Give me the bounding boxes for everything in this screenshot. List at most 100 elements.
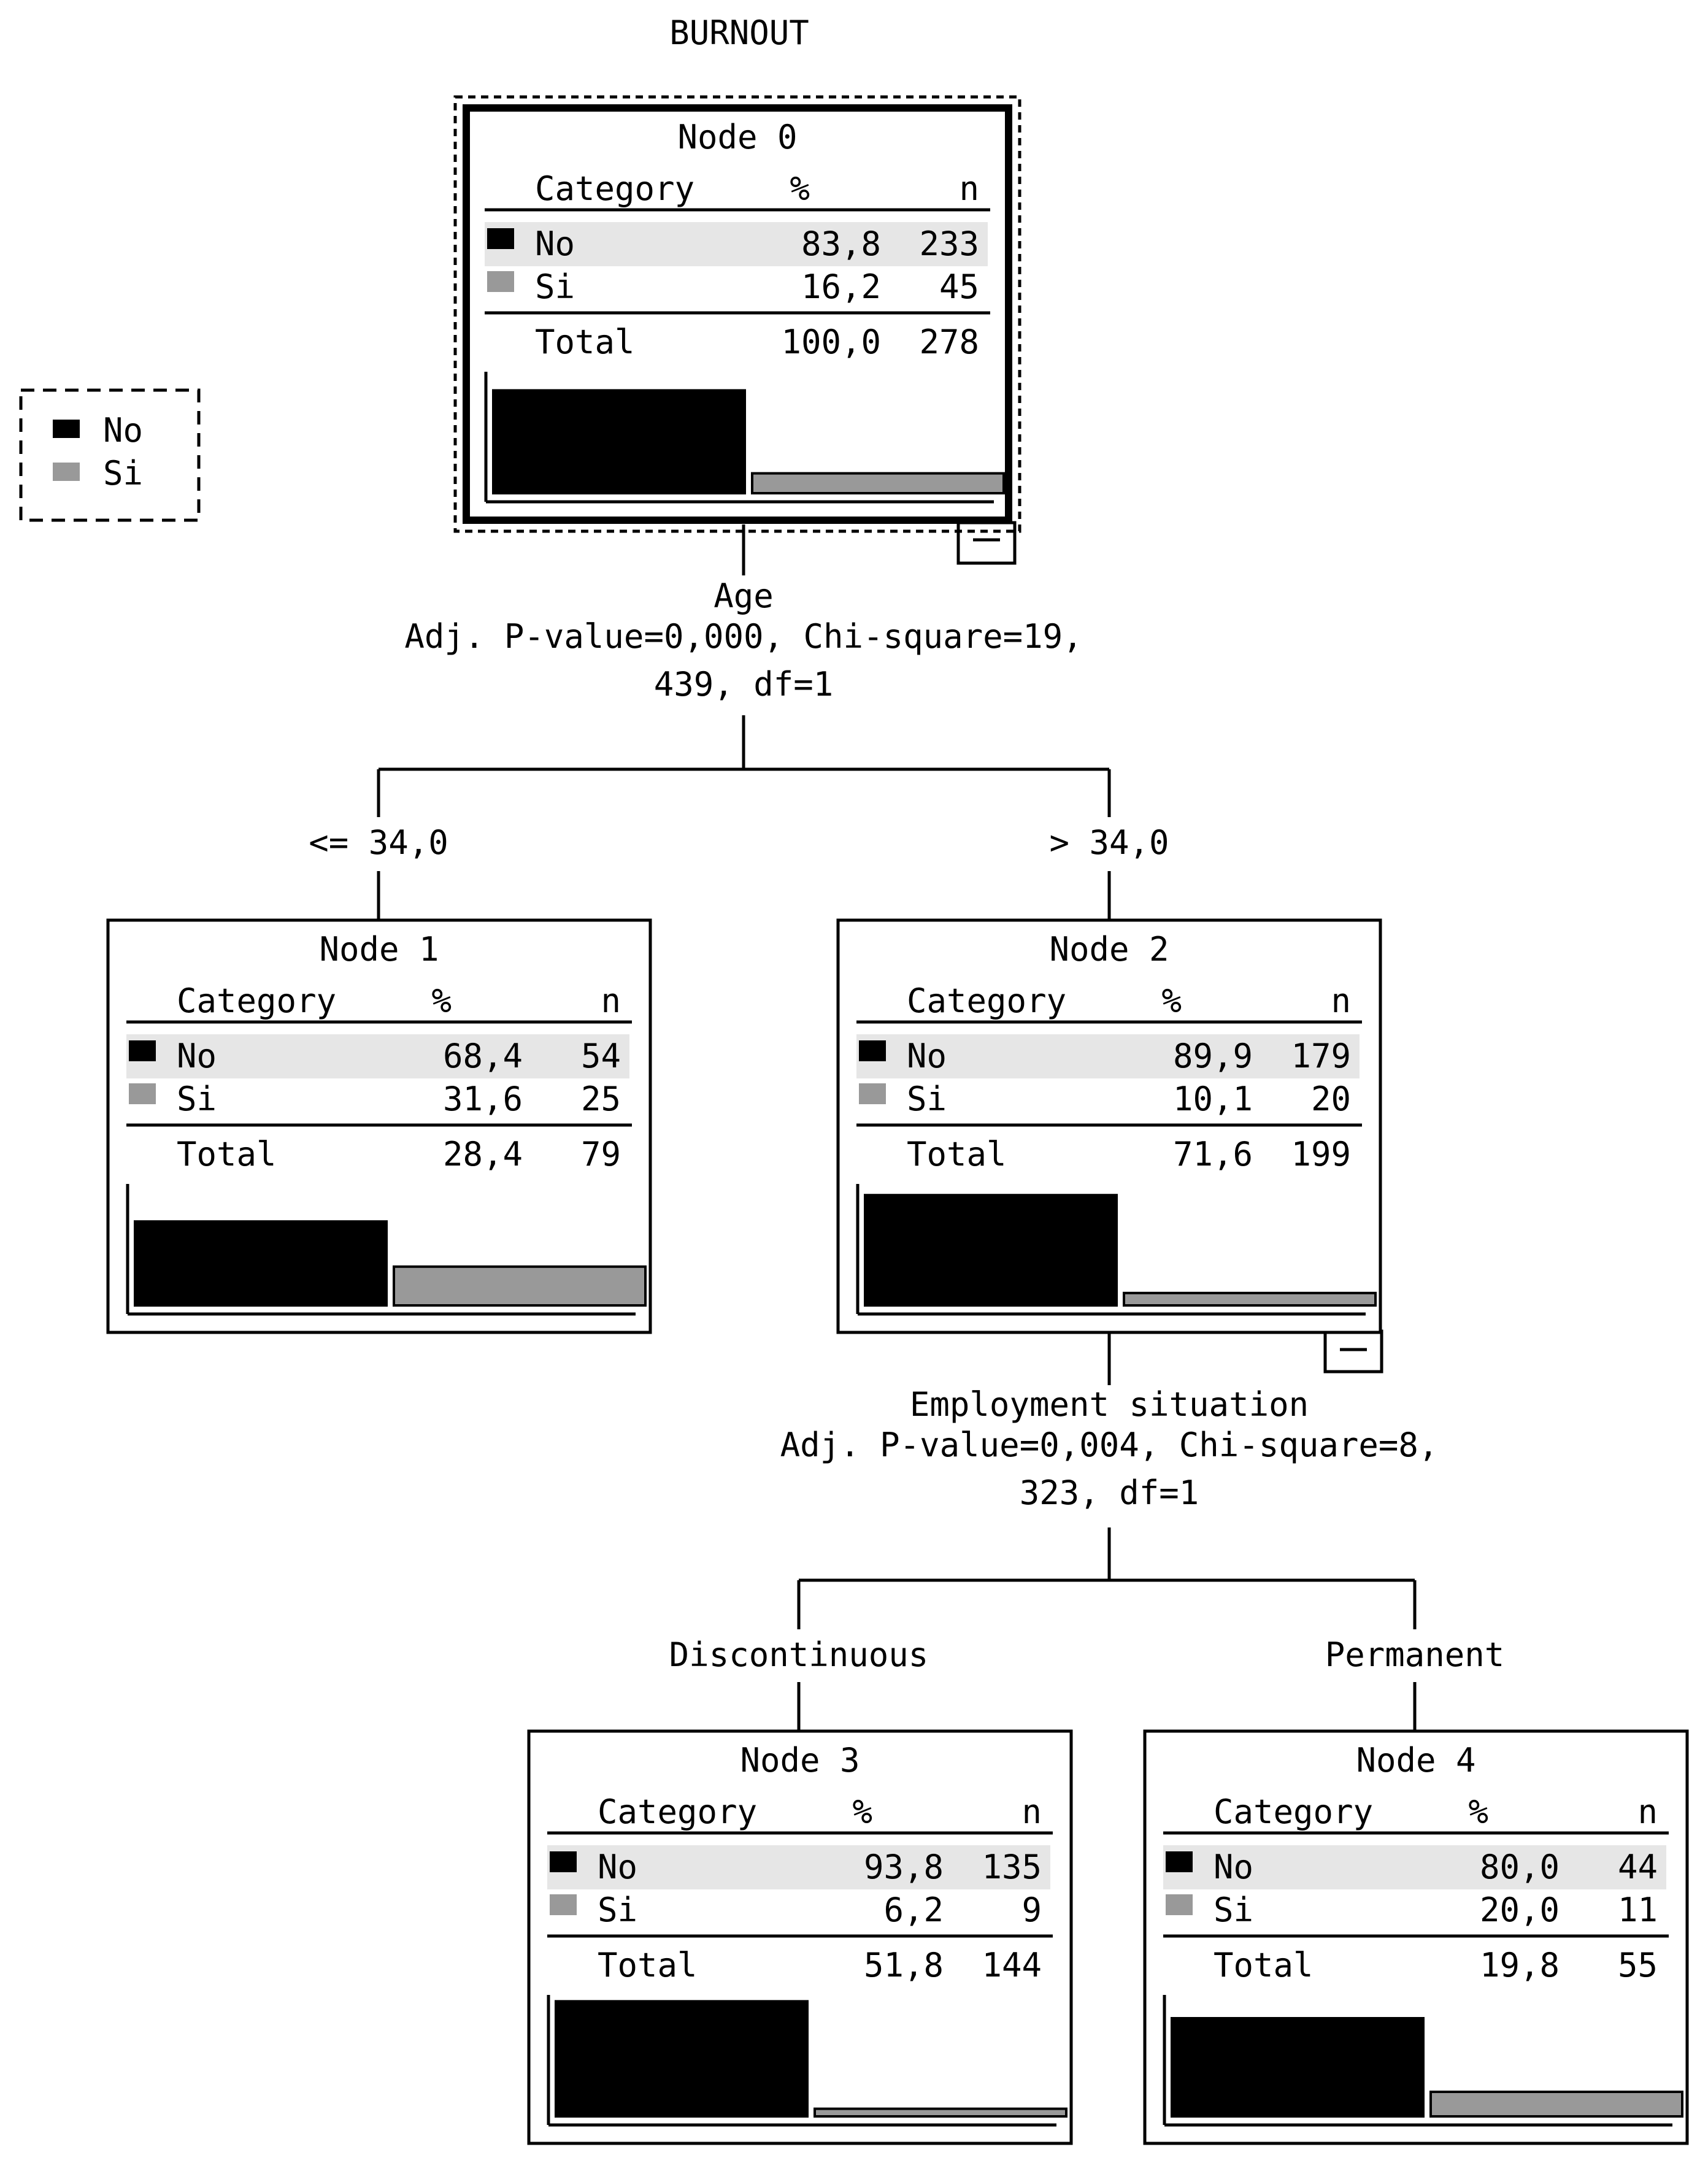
row-pct: 6,2: [883, 1891, 944, 1929]
bar-si: [1123, 1291, 1377, 1307]
row-pct: 68,4: [443, 1037, 523, 1075]
category-swatch: [1166, 1851, 1193, 1872]
node-title: Node 2: [1049, 930, 1169, 969]
header-category: Category: [598, 1792, 757, 1831]
tree-connectors: [377, 524, 1417, 1731]
legend-si-swatch: [53, 463, 80, 481]
row-n: 135: [982, 1848, 1042, 1886]
bar-si: [1429, 2091, 1683, 2118]
total-n: 199: [1291, 1135, 1351, 1174]
split-variable-label: Age: [714, 577, 774, 615]
legend: No Si: [19, 388, 201, 522]
split-age: Age Adj. P-value=0,000, Chi-square=19, 4…: [309, 577, 1169, 862]
branch-label-right: > 34,0: [1049, 823, 1169, 862]
row-highlight: [547, 1845, 1050, 1889]
total-n: 144: [982, 1946, 1042, 1984]
row-n: 233: [919, 225, 979, 263]
category-swatch: [487, 271, 514, 292]
row-pct: 31,6: [443, 1080, 523, 1118]
bar-si: [751, 472, 1005, 494]
branch-label-left: Discontinuous: [669, 1635, 929, 1674]
row-pct: 93,8: [864, 1848, 944, 1886]
category-swatch: [129, 1040, 156, 1061]
header-n: n: [1637, 1792, 1658, 1831]
row-category: Si: [177, 1080, 217, 1118]
row-n: 179: [1291, 1037, 1351, 1075]
row-pct: 80,0: [1480, 1848, 1560, 1886]
header-n: n: [1331, 982, 1351, 1020]
row-category: No: [177, 1037, 217, 1075]
category-swatch: [1166, 1894, 1193, 1915]
category-swatch: [859, 1083, 886, 1104]
category-swatch: [487, 228, 514, 249]
node-title: Node 4: [1356, 1741, 1475, 1780]
branch-label-left: <= 34,0: [309, 823, 448, 862]
row-n: 45: [939, 267, 979, 306]
row-highlight: [485, 222, 988, 266]
header-category: Category: [535, 169, 694, 208]
row-pct: 83,8: [801, 225, 881, 263]
row-pct: 20,0: [1480, 1891, 1560, 1929]
category-swatch: [550, 1894, 577, 1915]
row-category: Si: [1214, 1891, 1253, 1929]
header-n: n: [601, 982, 621, 1020]
header-category: Category: [177, 982, 336, 1020]
split-stats-line-2: 323, df=1: [1020, 1473, 1199, 1512]
split-stats-line-2: 439, df=1: [654, 665, 834, 704]
total-pct: 19,8: [1480, 1946, 1560, 1984]
total-n: 55: [1618, 1946, 1658, 1984]
node-title: Node 1: [319, 930, 439, 969]
total-label: Total: [535, 323, 635, 361]
total-label: Total: [1214, 1946, 1314, 1984]
row-category: Si: [907, 1080, 947, 1118]
row-n: 11: [1618, 1891, 1658, 1929]
branch-label-right: Permanent: [1325, 1635, 1505, 1674]
total-pct: 71,6: [1173, 1135, 1253, 1174]
total-label: Total: [907, 1135, 1007, 1174]
header-pct: %: [852, 1792, 872, 1831]
row-n: 54: [581, 1037, 621, 1075]
split-variable-label: Employment situation: [910, 1385, 1309, 1424]
bar-no: [492, 389, 746, 495]
split-stats-line-1: Adj. P-value=0,000, Chi-square=19,: [404, 617, 1082, 656]
header-pct: %: [790, 169, 810, 208]
diagram-title: BURNOUT: [669, 13, 809, 52]
row-pct: 16,2: [801, 267, 881, 306]
bar-no: [555, 2000, 809, 2118]
bar-si: [814, 2107, 1068, 2118]
total-n: 79: [581, 1135, 621, 1174]
node-title: Node 3: [740, 1741, 860, 1780]
row-category: No: [907, 1037, 947, 1075]
bar-no: [864, 1194, 1118, 1307]
row-highlight: [856, 1034, 1360, 1078]
legend-si-label: Si: [103, 454, 143, 493]
row-category: No: [598, 1848, 637, 1886]
legend-no-swatch: [53, 420, 80, 438]
total-pct: 100,0: [781, 323, 881, 361]
row-n: 44: [1618, 1848, 1658, 1886]
collapse-button-node-0[interactable]: [956, 521, 1017, 565]
selection-outline: [453, 95, 1021, 533]
total-label: Total: [177, 1135, 277, 1174]
legend-no-label: No: [103, 411, 143, 450]
row-n: 9: [1021, 1891, 1042, 1929]
header-n: n: [959, 169, 979, 208]
row-pct: 10,1: [1173, 1080, 1253, 1118]
split-employment: Employment situation Adj. P-value=0,004,…: [669, 1385, 1505, 1674]
row-highlight: [126, 1034, 629, 1078]
total-label: Total: [598, 1946, 698, 1984]
row-category: Si: [598, 1891, 637, 1929]
header-pct: %: [1161, 982, 1182, 1020]
row-n: 20: [1311, 1080, 1351, 1118]
category-swatch: [129, 1083, 156, 1104]
header-category: Category: [907, 982, 1066, 1020]
collapse-button-node-2[interactable]: [1323, 1329, 1383, 1373]
node-title: Node 0: [677, 118, 797, 156]
bar-no: [134, 1220, 388, 1307]
